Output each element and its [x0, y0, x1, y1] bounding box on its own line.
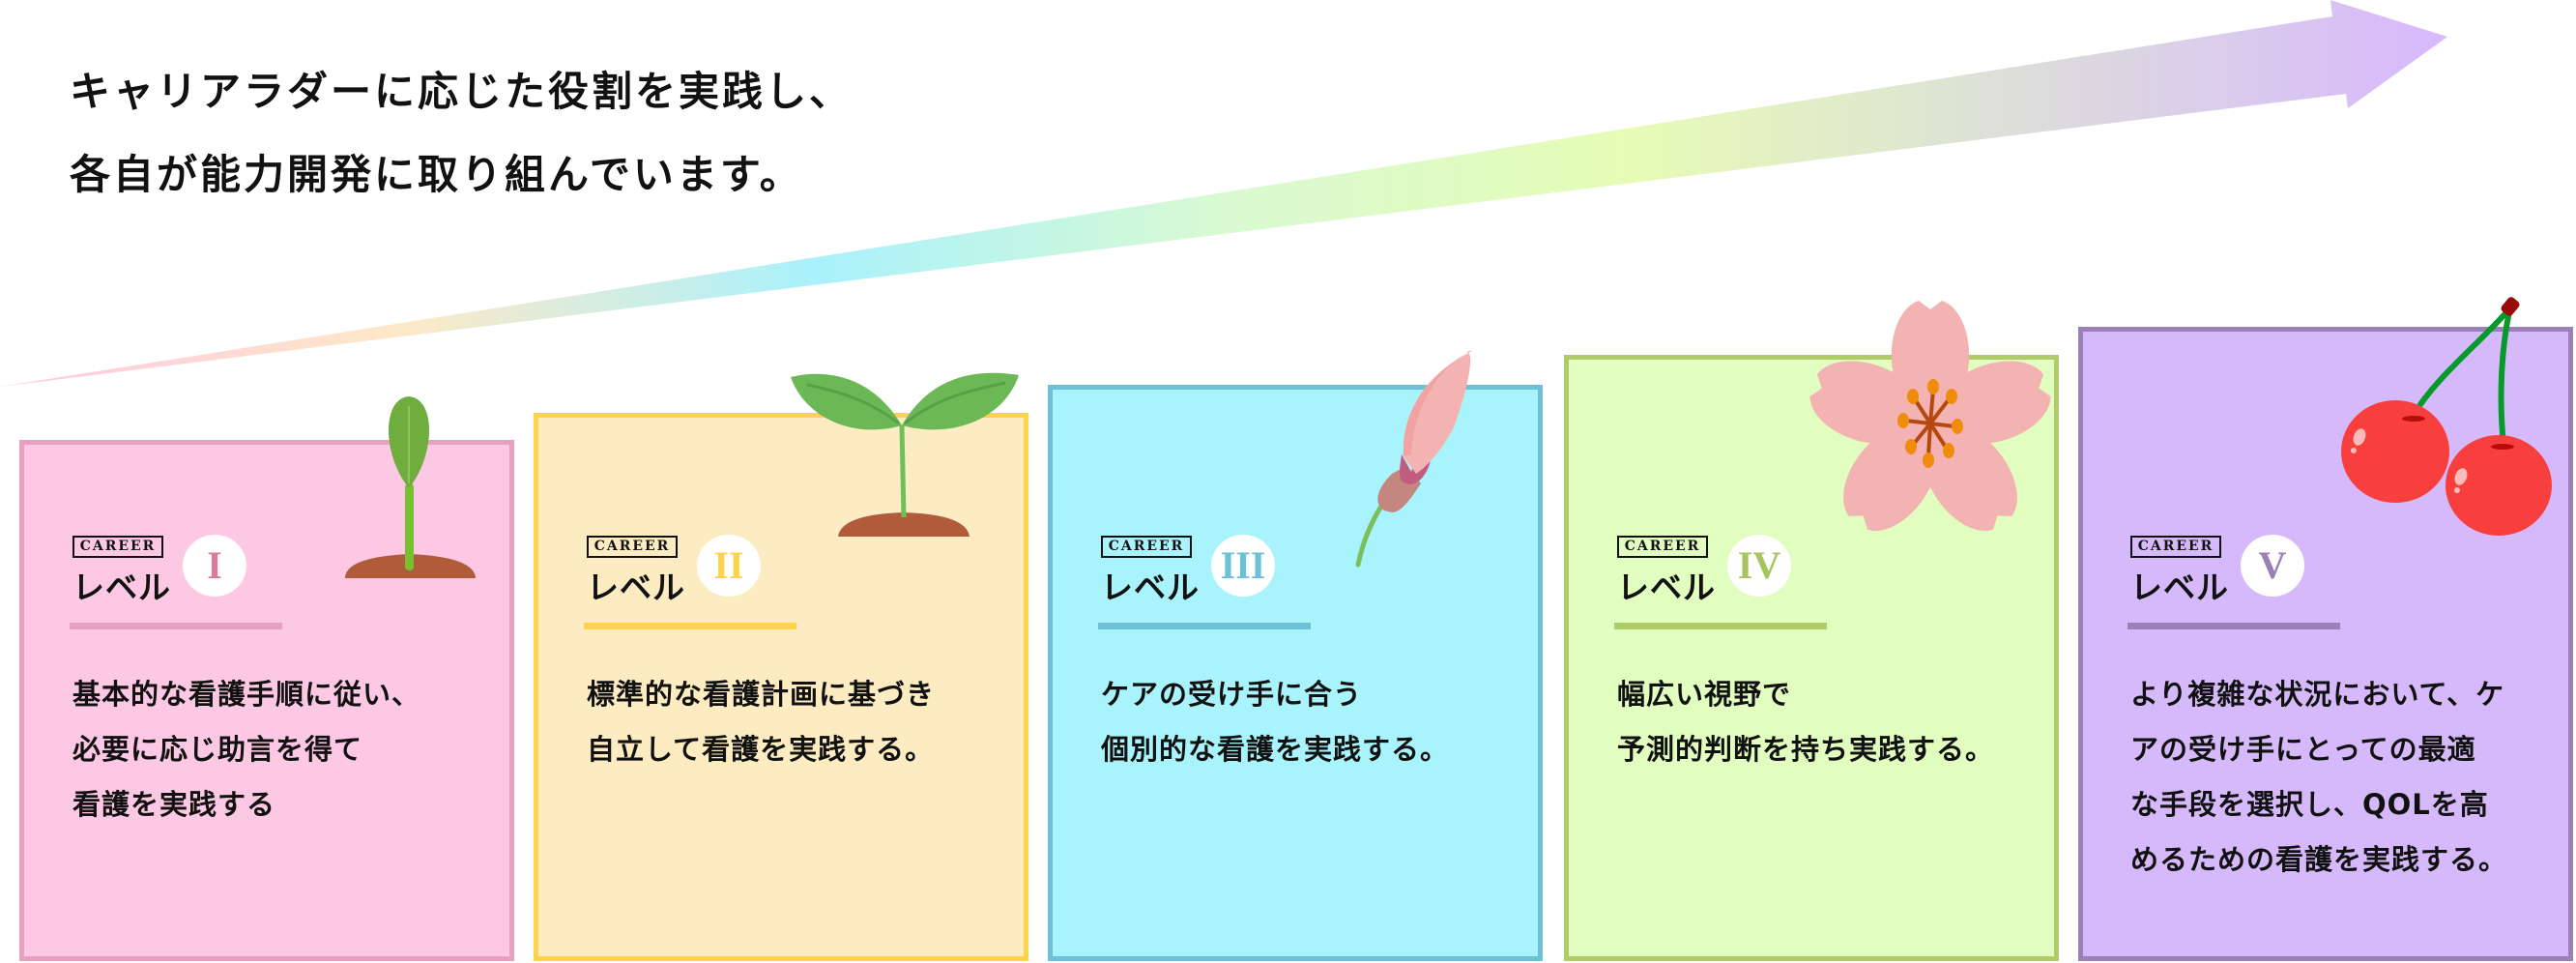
description-line: 看護を実践する: [72, 788, 276, 821]
level-description: 基本的な看護手順に従い、 必要に応じ助言を得て 看護を実践する: [72, 667, 517, 832]
description-line: 予測的判断を持ち実践する。: [1617, 733, 1995, 766]
level-numeral-badge: IV: [1727, 535, 1791, 597]
divider: [70, 623, 282, 629]
level-numeral-badge: V: [2241, 535, 2304, 597]
description-line: ケアの受け手に合う: [1101, 678, 1363, 711]
career-tag: CAREER: [2130, 536, 2221, 558]
headline-line-1: キャリアラダーに応じた役割を実践し、: [70, 68, 854, 115]
level-numeral-badge: III: [1211, 535, 1275, 597]
level-description: より複雑な状況において、ケ アの受け手にとっての最適 な手段を選択し、QOLを高…: [2130, 667, 2575, 888]
level-numeral-badge: I: [183, 535, 246, 597]
description-line: 標準的な看護計画に基づき: [587, 678, 936, 711]
level-numeral-badge: II: [697, 535, 761, 597]
career-tag: CAREER: [1101, 536, 1192, 558]
divider: [584, 623, 796, 629]
level-label: レベル: [1101, 569, 1200, 606]
divider: [1098, 623, 1311, 629]
description-line: めるための看護を実践する。: [2130, 843, 2508, 876]
description-line: より複雑な状況において、ケ: [2130, 678, 2505, 711]
level-label: レベル: [587, 569, 685, 606]
description-line: 個別的な看護を実践する。: [1101, 733, 1450, 766]
level-label: レベル: [2130, 569, 2229, 606]
level-label: レベル: [72, 569, 171, 606]
description-line: 必要に応じ助言を得て: [72, 733, 363, 766]
divider: [1614, 623, 1827, 629]
career-tag: CAREER: [587, 536, 678, 558]
level-card-1: [19, 440, 514, 961]
career-tag: CAREER: [1617, 536, 1708, 558]
level-description: 標準的な看護計画に基づき 自立して看護を実践する。: [587, 667, 1031, 777]
level-description: 幅広い視野で 予測的判断を持ち実践する。: [1617, 667, 2062, 777]
level-card-4: [1564, 355, 2059, 961]
divider: [2127, 623, 2340, 629]
description-line: 幅広い視野で: [1617, 678, 1792, 711]
headline: キャリアラダーに応じた役割を実践し、 各自が能力開発に取り組んでいます。: [70, 50, 853, 217]
level-label: レベル: [1617, 569, 1716, 606]
level-card-2: [534, 413, 1028, 961]
description-line: な手段を選択し、QOLを高: [2130, 788, 2489, 821]
level-card-5: [2078, 327, 2573, 961]
headline-line-2: 各自が能力開発に取り組んでいます。: [70, 151, 803, 198]
description-line: 基本的な看護手順に従い、: [72, 678, 421, 711]
description-line: 自立して看護を実践する。: [587, 733, 935, 766]
level-card-3: [1048, 385, 1543, 961]
level-description: ケアの受け手に合う 個別的な看護を実践する。: [1101, 667, 1546, 777]
description-line: アの受け手にとっての最適: [2130, 733, 2476, 766]
career-tag: CAREER: [72, 536, 163, 558]
